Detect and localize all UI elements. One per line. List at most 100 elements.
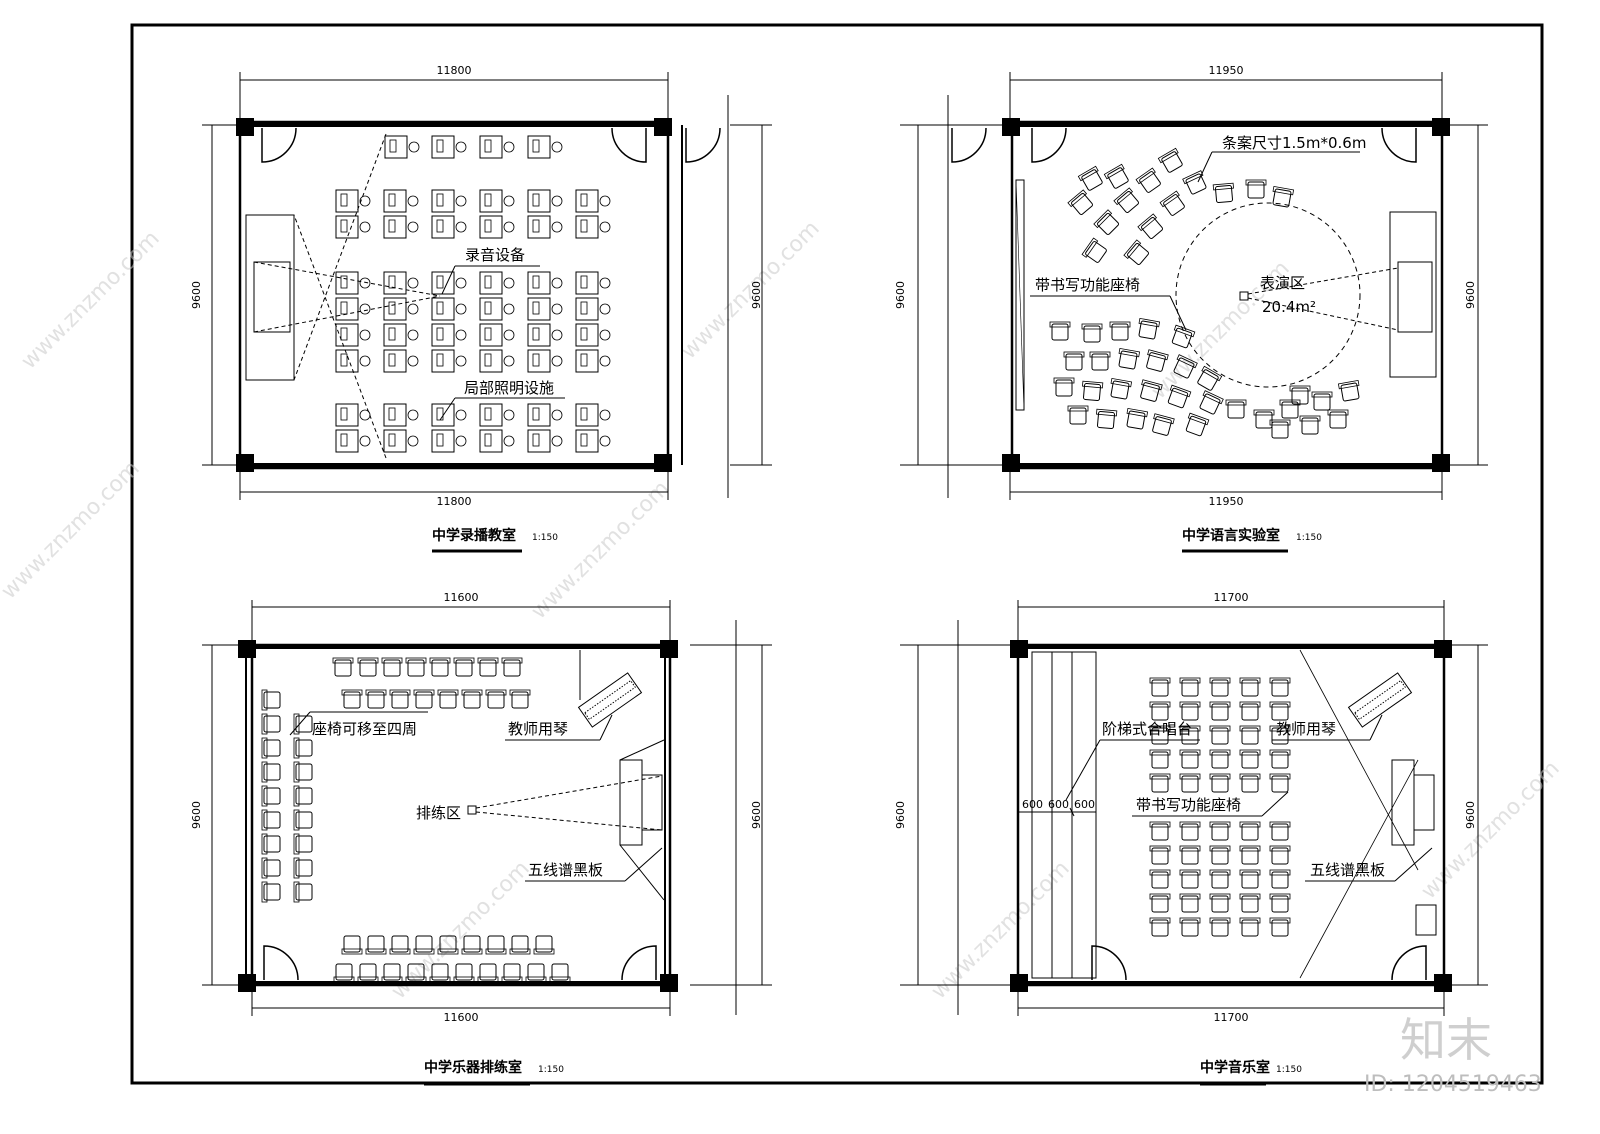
desk-symbol	[431, 189, 467, 213]
desk-symbol	[384, 135, 420, 159]
chair-symbol	[389, 689, 411, 709]
desk-symbol	[575, 297, 611, 321]
chair-symbol	[1149, 869, 1171, 889]
chair-symbol	[1209, 893, 1231, 913]
chair-symbol	[453, 657, 475, 677]
chair-symbol	[1239, 677, 1261, 697]
chair-symbol	[1157, 147, 1183, 173]
chair-symbol	[1149, 725, 1171, 745]
label-local-lighting: 局部照明设施	[464, 379, 554, 397]
chair-symbol	[261, 833, 281, 855]
desk-symbol	[431, 135, 467, 159]
chair-symbol	[332, 657, 354, 677]
desk-symbol	[479, 349, 515, 373]
chair-symbol	[1082, 380, 1104, 402]
chair-symbol	[1179, 725, 1201, 745]
dimension-width-top: 11700	[1214, 591, 1249, 604]
chair-symbol	[261, 713, 281, 735]
chair-symbol	[293, 713, 313, 735]
chair-symbol	[1239, 893, 1261, 913]
chair-symbol	[1209, 845, 1231, 865]
chair-symbol	[293, 785, 313, 807]
chair-symbol	[1199, 390, 1224, 415]
seat-chair-group	[1049, 147, 1360, 439]
chair-symbol	[1135, 167, 1161, 193]
chair-symbol	[461, 935, 483, 955]
desk-symbol	[335, 323, 371, 347]
label-teacher-piano: 教师用琴	[508, 720, 568, 738]
desk-symbol	[479, 271, 515, 295]
chair-symbol	[1239, 869, 1261, 889]
chair-symbol	[293, 881, 313, 903]
desk-symbol	[527, 429, 563, 453]
plan-instrument-rehearsal-room: 11600 11600 9600 9600	[190, 591, 772, 1086]
chair-symbol	[261, 737, 281, 759]
chair-symbol	[1269, 725, 1291, 745]
label-music-blackboard: 五线谱黑板	[528, 861, 603, 879]
chair-symbol	[1089, 351, 1111, 371]
chair-symbol	[1093, 209, 1119, 235]
label-movable-seats: 座椅可移至四周	[312, 720, 417, 738]
chair-symbol	[1053, 377, 1075, 397]
chair-symbol	[1159, 190, 1185, 216]
seat-chair-group	[1149, 677, 1291, 937]
chair-symbol	[357, 657, 379, 677]
chair-symbol	[1269, 821, 1291, 841]
chair-symbol	[1209, 701, 1231, 721]
label-writing-chair: 带书写功能座椅	[1136, 796, 1241, 814]
chair-symbol	[333, 963, 355, 983]
chair-symbol	[1126, 407, 1149, 430]
chair-symbol	[1239, 749, 1261, 769]
chair-symbol	[341, 935, 363, 955]
desk-symbol	[383, 323, 419, 347]
chair-symbol	[1269, 917, 1291, 937]
chair-symbol	[261, 881, 281, 903]
chair-symbol	[341, 689, 363, 709]
dimension-width-bottom: 11600	[444, 1011, 479, 1024]
chair-symbol	[1138, 317, 1161, 340]
chair-symbol	[1149, 917, 1171, 937]
plan-scale: 1:150	[538, 1065, 564, 1075]
chair-symbol	[477, 963, 499, 983]
chair-symbol	[477, 657, 499, 677]
desk-symbol	[527, 215, 563, 239]
desk-symbol	[479, 189, 515, 213]
chair-symbol	[1110, 377, 1133, 400]
desk-symbol	[431, 215, 467, 239]
watermark-text: www.znzmo.com	[17, 226, 165, 374]
chair-symbol	[1289, 385, 1311, 405]
chair-symbol	[1209, 749, 1231, 769]
chair-symbol	[405, 657, 427, 677]
desk-symbol	[431, 297, 467, 321]
chair-symbol	[1179, 917, 1201, 937]
chair-symbol	[1179, 677, 1201, 697]
chair-symbol	[1269, 677, 1291, 697]
chair-symbol	[509, 689, 531, 709]
chair-symbol	[405, 963, 427, 983]
desk-symbol	[527, 323, 563, 347]
chair-symbol	[1149, 773, 1171, 793]
chair-symbol	[1239, 821, 1261, 841]
desk-symbol	[383, 297, 419, 321]
chair-symbol	[1179, 893, 1201, 913]
desk-symbol	[527, 403, 563, 427]
dimension-height-left: 9600	[190, 281, 203, 309]
plan-title: 中学语言实验室	[1182, 527, 1280, 544]
chair-symbol	[453, 963, 475, 983]
chair-symbol	[1067, 405, 1089, 425]
chair-symbol	[1209, 725, 1231, 745]
chair-symbol	[509, 935, 531, 955]
plan-recording-classroom: 11800 11800 9600 9600	[190, 64, 772, 553]
chair-symbol	[381, 963, 403, 983]
plan-title: 中学录播教室	[432, 527, 516, 544]
chair-symbol	[1185, 412, 1210, 437]
chair-symbol	[1269, 749, 1291, 769]
label-choir-riser: 阶梯式合唱台	[1102, 720, 1192, 738]
chair-symbol	[1179, 845, 1201, 865]
desk-symbol	[335, 271, 371, 295]
desk-symbol	[431, 323, 467, 347]
chair-symbol	[1149, 821, 1171, 841]
label-rehearsal-area: 排练区	[416, 804, 461, 822]
chair-symbol	[293, 809, 313, 831]
